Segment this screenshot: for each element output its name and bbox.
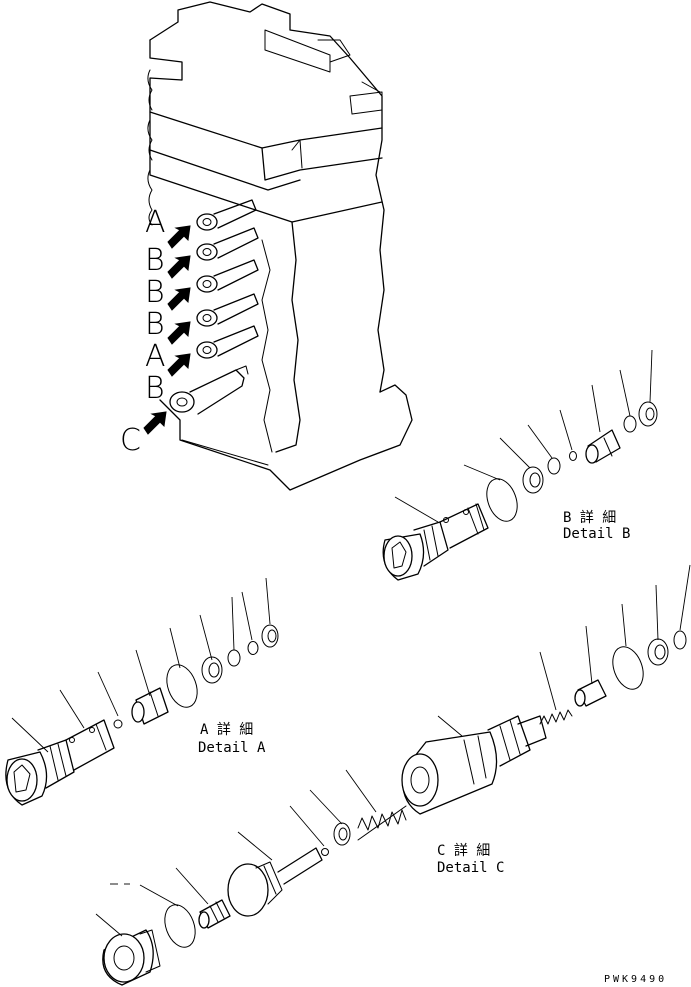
valve-body: [147, 1, 413, 491]
arrow-icon: [167, 353, 191, 377]
port-2: [196, 227, 259, 261]
arrow-icon: [167, 225, 191, 249]
port-labels: A B B B A B C: [120, 205, 166, 458]
arrow-icon: [167, 255, 191, 279]
port-letter: B: [145, 371, 165, 406]
detail-c-parts: [95, 564, 691, 986]
port-3: [196, 259, 259, 293]
drawing-code: PWK9490: [604, 974, 667, 985]
arrow-icon: [143, 411, 167, 435]
port-letter: C: [120, 423, 141, 458]
port-letter: A: [145, 205, 166, 240]
detail-c-title-en: Detail C: [437, 860, 504, 876]
port-5: [196, 325, 259, 359]
arrows: [143, 225, 191, 435]
port-letter: B: [145, 275, 165, 310]
valve-ports: [169, 199, 259, 415]
detail-b-title-en: Detail B: [563, 526, 630, 542]
arrow-icon: [167, 321, 191, 345]
port-1: [196, 199, 257, 231]
port-letter: B: [145, 243, 165, 278]
detail-a-title-jp: A 詳 細: [200, 722, 253, 738]
detail-b-title-jp: B 詳 細: [563, 510, 616, 526]
detail-a-parts: [5, 577, 279, 806]
port-6-large: [169, 365, 249, 415]
port-letter: A: [145, 339, 166, 374]
port-letter: B: [145, 307, 165, 342]
detail-b-parts: [382, 349, 658, 581]
arrow-icon: [167, 287, 191, 311]
detail-a-title-en: Detail A: [198, 740, 266, 756]
detail-c-title-jp: C 詳 細: [437, 843, 490, 859]
port-4: [196, 293, 259, 327]
